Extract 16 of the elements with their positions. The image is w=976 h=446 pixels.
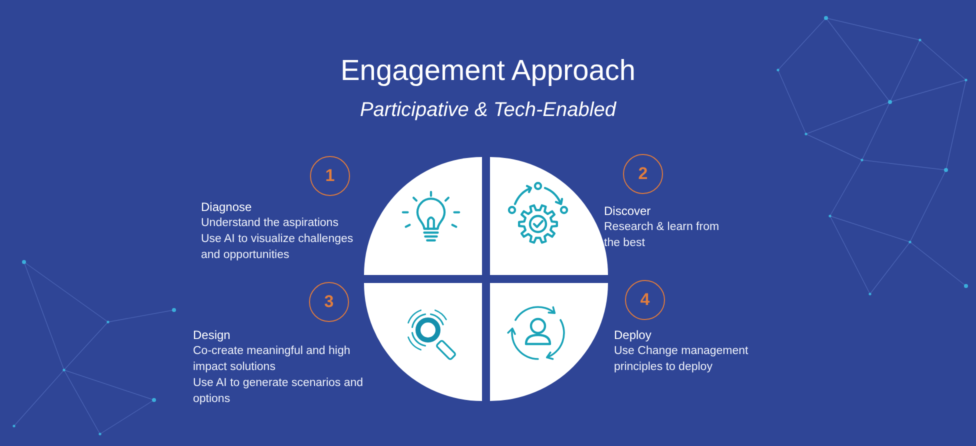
subtitle: Participative & Tech-Enabled <box>360 98 616 122</box>
step-description: Use AI to generate scenarios and options <box>193 376 364 407</box>
step-number: 2 <box>623 154 663 194</box>
step-heading: Deploy <box>614 327 652 343</box>
step-heading: Diagnose <box>201 199 252 215</box>
step-heading: Design <box>193 327 230 343</box>
step-number: 4 <box>625 280 665 320</box>
step-description: Co-create meaningful and high impact solutions <box>193 344 352 375</box>
step-number: 1 <box>310 156 350 196</box>
step-heading: Discover <box>604 203 651 219</box>
step-description: Understand the aspirations <box>201 216 338 231</box>
step-description: Use AI to visualize challenges and opportunities <box>201 232 354 263</box>
title: Engagement Approach <box>340 54 636 88</box>
step-number: 3 <box>309 282 349 322</box>
step-description: Use Change management principles to deploy <box>614 344 750 375</box>
step-description: Research & learn from the best <box>604 220 720 251</box>
